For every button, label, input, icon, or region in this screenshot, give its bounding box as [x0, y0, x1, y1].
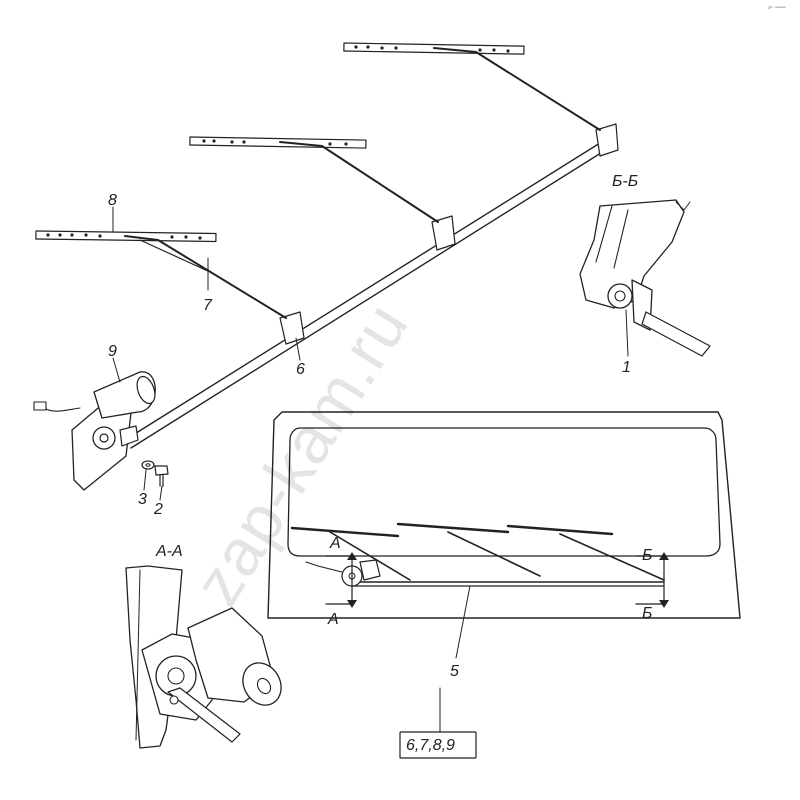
wiper-motor-9 — [33, 371, 156, 491]
section-aa-view — [125, 565, 282, 749]
label-section-bb: Б-Б — [612, 173, 638, 190]
label-cut-b-bottom: Б — [642, 605, 652, 622]
section-bb-view — [579, 199, 711, 357]
label-part-8: 8 — [108, 192, 117, 209]
label-part-2: 2 — [153, 501, 163, 518]
windshield-frame — [267, 411, 741, 619]
label-cut-a-bottom: А — [327, 611, 339, 628]
label-part-5: 5 — [450, 663, 459, 680]
label-part-9: 9 — [108, 343, 117, 360]
label-part-6: 6 — [296, 361, 305, 378]
wiper-blade-top — [343, 42, 601, 131]
wiper-linkage — [124, 123, 619, 449]
label-cut-b-top: Б — [642, 547, 652, 564]
label-section-aa: А-А — [155, 543, 183, 560]
label-group-ref: 6,7,8,9 — [406, 737, 455, 754]
label-part-3: 3 — [138, 491, 147, 508]
bolt-2 — [154, 465, 169, 487]
group-ref-box — [399, 731, 477, 759]
wiper-blade-8 — [35, 230, 287, 319]
leader-lines — [112, 206, 629, 737]
wiper-blade-middle — [189, 136, 439, 223]
label-part-7: 7 — [203, 297, 213, 314]
washer-3 — [141, 460, 155, 470]
label-part-1: 1 — [622, 359, 631, 376]
label-cut-a-top: А — [329, 535, 341, 552]
corner-mark: з²- ═══ — [768, 5, 786, 11]
